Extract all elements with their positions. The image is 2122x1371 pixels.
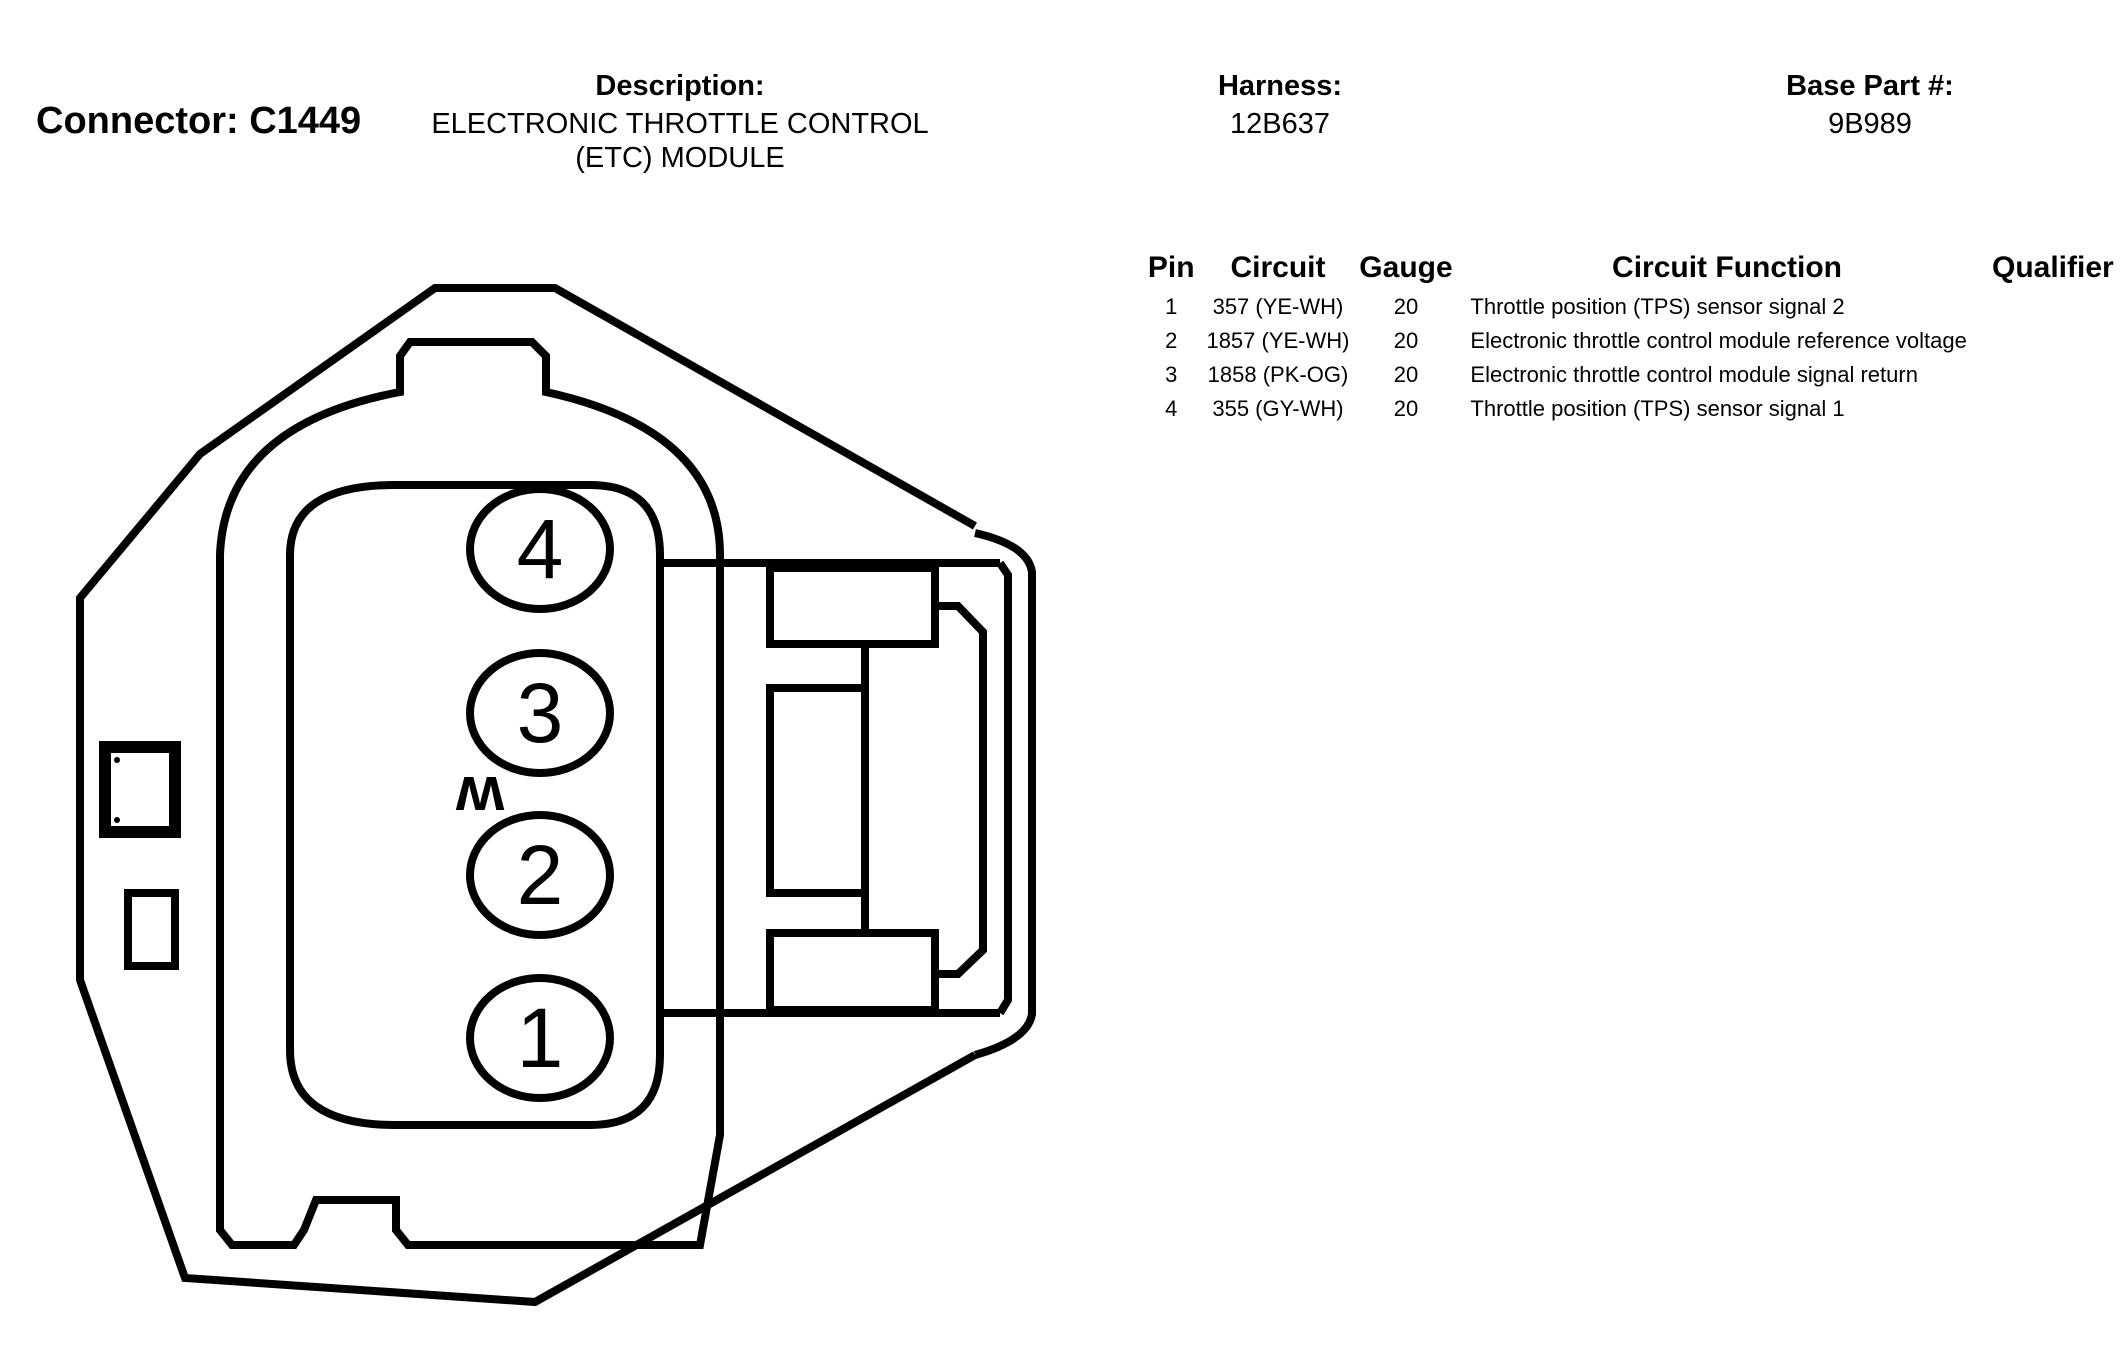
side-tab-rect [124,889,179,970]
cell-circuit: 357 (YE-WH) [1212,294,1344,319]
cell-qualifier [1984,358,2122,392]
cell-gauge: 20 [1393,396,1419,421]
pin-table: Pin Circuit Gauge Circuit Function Quali… [1140,246,2122,426]
table-row: 1 357 (YE-WH) 20 Throttle position (TPS)… [1140,290,2122,324]
pin-2-label: 2 [517,828,564,922]
description-label: Description: [595,70,765,102]
pin-cavity-outline [286,481,664,1129]
pin-3-circle [466,649,614,777]
pin-1-label: 1 [517,991,564,1085]
header-qualifier: Qualifier [1991,251,2114,284]
description-block: Description: ELECTRONIC THROTTLE CONTROL… [410,70,950,175]
cell-gauge: 20 [1393,362,1419,387]
connector-title: Connector: C1449 [36,100,362,142]
pin-2-circle [466,811,614,939]
table-row: 4 355 (GY-WH) 20 Throttle position (TPS)… [1140,392,2122,426]
cell-pin: 3 [1165,362,1178,387]
pin-4-label: 4 [517,502,564,596]
table-row: 2 1857 (YE-WH) 20 Electronic throttle co… [1140,324,2122,358]
connector-housing-right-edge [973,529,1036,1059]
header-gauge: Gauge [1359,251,1453,284]
pin-1: 1 [466,974,614,1102]
cell-pin: 1 [1165,294,1178,319]
cell-function: Electronic throttle control module signa… [1470,362,1918,387]
harness-value: 12B637 [1230,108,1330,140]
description-value: ELECTRONIC THROTTLE CONTROL (ETC) MODULE [410,107,950,175]
base-part-label: Base Part #: [1786,70,1954,102]
pin-4-circle [466,485,614,613]
pin-1-circle [466,974,614,1102]
harness-block: Harness: 12B637 [1140,70,1420,141]
cell-qualifier [1984,324,2122,358]
pin-4: 4 [466,485,614,613]
cell-circuit: 355 (GY-WH) [1212,396,1344,421]
table-header-row: Pin Circuit Gauge Circuit Function Quali… [1140,246,2122,290]
base-part-value: 9B989 [1828,108,1912,140]
cell-function: Electronic throttle control module refer… [1470,328,1967,353]
side-tab-dot-bottom [114,817,120,823]
cell-circuit: 1857 (YE-WH) [1206,328,1350,353]
cell-qualifier [1984,290,2122,324]
header-circuit-function: Circuit Function [1612,251,1843,284]
cell-function: Throttle position (TPS) sensor signal 2 [1470,294,1845,319]
cell-pin: 4 [1165,396,1178,421]
locking-latch [660,559,1012,1017]
header-circuit: Circuit [1230,251,1326,284]
cell-gauge: 20 [1393,294,1419,319]
harness-label: Harness: [1217,70,1343,102]
connector-face-diagram: 4 3 2 1 w [76,284,1036,1307]
connector-housing-outline [76,284,977,1307]
keying-mark: w [455,763,505,832]
cell-gauge: 20 [1393,328,1419,353]
cell-qualifier [1984,392,2122,426]
description-line-2: (ETC) MODULE [575,142,785,174]
pin-3-label: 3 [517,666,564,760]
cell-circuit: 1858 (PK-OG) [1207,362,1349,387]
pin-2: 2 [466,811,614,939]
table-row: 3 1858 (PK-OG) 20 Electronic throttle co… [1140,358,2122,392]
cell-pin: 2 [1165,328,1178,353]
connector-inner-gasket [216,338,724,1249]
description-line-1: ELECTRONIC THROTTLE CONTROL [431,108,929,140]
side-tab-dot-top [114,757,120,763]
cell-function: Throttle position (TPS) sensor signal 1 [1470,396,1845,421]
header-pin: Pin [1147,251,1195,284]
pin-3: 3 [466,649,614,777]
base-part-block: Base Part #: 9B989 [1720,70,2020,141]
side-tab-square [99,741,181,838]
